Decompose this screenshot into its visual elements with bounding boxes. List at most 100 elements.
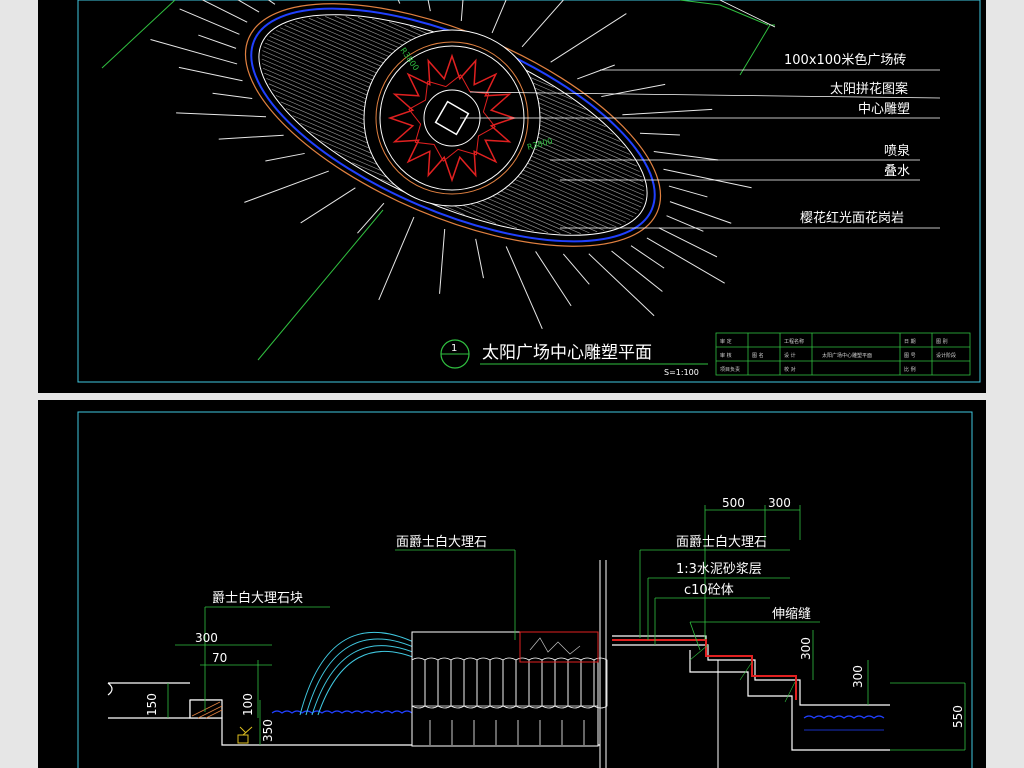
svg-text:审 定: 审 定	[720, 338, 732, 345]
sun-ray	[218, 134, 284, 140]
sculpture-icon	[434, 100, 470, 136]
sun-ray	[505, 246, 543, 330]
label-marble-right: 面爵士白大理石	[676, 534, 767, 550]
svg-text:校 对: 校 对	[784, 366, 796, 373]
sun-ray	[669, 201, 732, 224]
callout-tile: 100x100米色广场砖	[784, 52, 906, 68]
sun-ray	[562, 253, 590, 285]
plan-panel: R3800 R3800 100x100米色广场砖 太阳拼花图案 中心雕塑 喷泉 …	[38, 0, 986, 393]
dim-300-step1: 300	[799, 637, 813, 660]
label-mortar: 1:3水泥砂浆层	[676, 562, 762, 577]
sun-ray	[378, 216, 415, 301]
dim-100: 100	[241, 693, 255, 716]
sun-ray	[639, 132, 680, 136]
water-surface-right	[803, 715, 885, 719]
sun-ray	[475, 238, 484, 279]
svg-text:设计阶段: 设计阶段	[936, 352, 956, 359]
sun-ray	[630, 245, 665, 269]
fountain-jets	[299, 631, 421, 716]
sun-ray	[237, 0, 260, 13]
section-panel: 面爵士白大理石 爵士白大理石块 面爵士白大理石 1:3水泥砂浆层 c10砼体 伸…	[38, 400, 986, 768]
dim-300-left: 300	[195, 631, 218, 645]
section-frame	[77, 411, 973, 768]
svg-text:工程名称: 工程名称	[784, 338, 804, 345]
title-block-text: 审 定 审 核 项目负责 工程名称 设 计 校 对 图 名 太阳广场中心雕塑平面…	[720, 338, 956, 373]
dim-550: 550	[951, 705, 965, 728]
cascade-sculpture	[411, 631, 608, 747]
dim-500: 500	[722, 496, 745, 510]
sun-ray	[588, 253, 655, 317]
water-surface-left	[271, 710, 413, 714]
sun-ray	[663, 168, 752, 189]
title-block	[715, 332, 971, 376]
title-number: 1	[451, 343, 457, 354]
dim-350: 350	[261, 719, 275, 742]
label-joint: 伸缩缝	[772, 606, 811, 622]
svg-text:图 名: 图 名	[752, 352, 764, 359]
sun-star	[387, 53, 517, 183]
sun-ray	[658, 227, 718, 258]
sun-ray	[577, 64, 615, 80]
svg-text:日 期: 日 期	[904, 339, 916, 345]
sun-ray	[653, 150, 719, 161]
sun-ray	[439, 228, 446, 294]
sun-ray	[201, 0, 248, 23]
sun-ray	[668, 185, 708, 198]
marble-block-hatch-2	[197, 705, 223, 719]
dim-300-step2: 300	[851, 665, 865, 688]
step-red-edge	[612, 639, 797, 700]
sun-ray	[550, 13, 627, 63]
plan-leader-lines	[101, 0, 775, 361]
callout-fountain: 喷泉	[884, 143, 910, 159]
svg-text:比 例: 比 例	[904, 366, 916, 373]
dim-300-top: 300	[768, 496, 791, 510]
section-leaders	[167, 505, 966, 751]
sun-ray	[611, 250, 663, 292]
svg-text:图 号: 图 号	[904, 353, 916, 359]
sun-ray	[622, 108, 713, 116]
sun-ray	[179, 8, 240, 35]
light-fixture-icon	[237, 726, 253, 744]
sun-ray	[178, 66, 243, 82]
svg-text:设 计: 设 计	[784, 352, 796, 359]
sun-ray	[244, 170, 329, 203]
callout-cascade: 叠水	[884, 164, 910, 179]
label-concrete: c10砼体	[684, 583, 734, 598]
sun-ray	[427, 0, 431, 12]
label-marble-block: 爵士白大理石块	[212, 590, 303, 606]
left-basin	[107, 682, 600, 746]
svg-text:项目负责: 项目负责	[720, 366, 740, 373]
sun-ray	[150, 38, 238, 65]
sun-ray	[176, 112, 267, 118]
sun-ray	[646, 237, 725, 284]
sun-ray	[198, 34, 237, 49]
plan-scale: S=1:100	[664, 368, 699, 377]
svg-text:审 核: 审 核	[720, 352, 732, 359]
sun-ray	[212, 92, 253, 100]
sun-ray	[601, 83, 666, 98]
callout-sun-pattern: 太阳拼花图案	[830, 81, 908, 97]
svg-text:太阳广场中心雕塑平面: 太阳广场中心雕塑平面	[822, 352, 872, 359]
plan-title: 太阳广场中心雕塑平面	[482, 343, 652, 363]
sun-ray	[300, 187, 356, 224]
sun-ray	[535, 251, 572, 307]
dim-70: 70	[212, 651, 227, 665]
step-green-fill	[689, 644, 796, 703]
label-marble-top: 面爵士白大理石	[396, 534, 487, 550]
callout-granite: 樱花红光面花岗岩	[800, 210, 904, 226]
sun-ray	[666, 215, 704, 232]
sun-ray	[357, 202, 385, 234]
plan-frame	[77, 0, 981, 383]
section-cut-lines	[599, 560, 719, 768]
callout-sculpture: 中心雕塑	[858, 102, 910, 117]
sun-ray	[491, 0, 507, 34]
svg-text:图 别: 图 别	[936, 338, 948, 345]
callout-leaders	[460, 0, 941, 229]
sun-ray	[521, 0, 565, 48]
marble-block-hatch	[191, 701, 221, 717]
sun-ray	[460, 0, 464, 22]
sun-rays	[150, 0, 752, 330]
sun-ray	[265, 152, 305, 162]
dim-150: 150	[145, 693, 159, 716]
